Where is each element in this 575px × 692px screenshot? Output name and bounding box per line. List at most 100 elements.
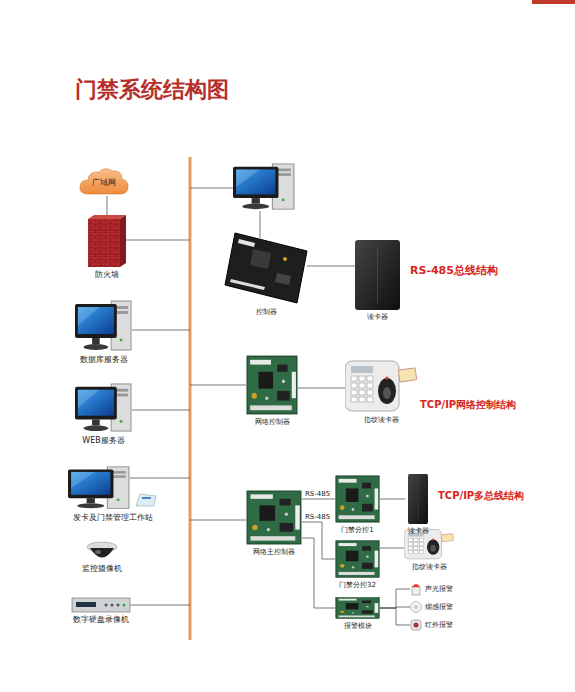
connector bbox=[380, 499, 406, 500]
illustration-part bbox=[120, 215, 126, 267]
illustration-part bbox=[136, 494, 156, 506]
illustration-part bbox=[88, 215, 126, 267]
illustration-part bbox=[76, 602, 96, 607]
illustration-part bbox=[136, 494, 156, 506]
illustration-part bbox=[532, 0, 575, 4]
network-controller: 网络控制器 bbox=[246, 355, 298, 426]
node-label: 控制器 bbox=[256, 308, 277, 316]
structure-label: RS-485总线结构 bbox=[410, 263, 498, 278]
connector bbox=[302, 499, 335, 500]
connector bbox=[302, 538, 335, 608]
node-label: 红外报警 bbox=[425, 619, 453, 631]
illustration-part bbox=[275, 273, 291, 285]
image-space bbox=[335, 540, 380, 581]
illustration-part bbox=[90, 548, 114, 558]
alarm-output: 声光报警 bbox=[410, 583, 453, 595]
illustration-part bbox=[412, 587, 420, 595]
node-label: 烟感报警 bbox=[425, 601, 453, 613]
illustration-part bbox=[411, 602, 422, 613]
alarm-output: 红外报警 bbox=[410, 619, 453, 631]
node-label: 读卡器 bbox=[408, 527, 429, 535]
node-label: 广域网 bbox=[92, 174, 116, 187]
sub-controller: 门禁分控32 bbox=[335, 540, 380, 589]
illustration-part bbox=[260, 211, 261, 238]
illustration-part bbox=[130, 478, 190, 479]
diagram-title: 门禁系统结构图 bbox=[75, 75, 229, 105]
node-label: 读卡器 bbox=[367, 313, 388, 321]
illustration-part bbox=[345, 361, 417, 411]
illustration-part bbox=[238, 239, 255, 247]
illustration-part bbox=[336, 541, 379, 577]
node-label: 监控摄像机 bbox=[82, 564, 122, 573]
connector bbox=[298, 388, 345, 389]
illustration-part bbox=[283, 257, 287, 261]
illustration-part bbox=[190, 188, 233, 189]
illustration-part bbox=[247, 491, 301, 544]
image-space bbox=[75, 383, 132, 436]
illustration-part bbox=[336, 597, 379, 618]
node-label: 报警模块 bbox=[344, 622, 372, 630]
illustration-part bbox=[132, 330, 190, 331]
illustration-part bbox=[225, 233, 307, 303]
illustration-part bbox=[408, 474, 428, 524]
node-label: 门禁分控32 bbox=[339, 581, 376, 589]
image-space bbox=[404, 526, 454, 563]
illustration-part bbox=[190, 520, 246, 521]
illustration-part bbox=[189, 157, 192, 640]
illustration-part bbox=[132, 410, 190, 411]
node-label: 数字硬盘录像机 bbox=[73, 615, 129, 624]
illustration-part bbox=[412, 584, 420, 595]
illustration-part bbox=[72, 598, 130, 612]
node-label: 数据库服务器 bbox=[80, 355, 128, 364]
cloud-node: 广域网 bbox=[78, 166, 130, 196]
server: WEB服务器 bbox=[75, 383, 132, 445]
illustration-part bbox=[88, 215, 126, 219]
connector bbox=[380, 589, 410, 608]
image-space bbox=[80, 541, 124, 564]
node-label: 声光报警 bbox=[425, 583, 453, 595]
illustration-part bbox=[72, 598, 130, 612]
connector bbox=[380, 608, 410, 625]
illustration-part bbox=[75, 384, 131, 431]
illustration-part bbox=[75, 301, 131, 350]
node-label: 防火墙 bbox=[95, 270, 119, 279]
image-space bbox=[335, 475, 380, 526]
dvr: 数字硬盘录像机 bbox=[71, 598, 131, 624]
illustration-part bbox=[411, 620, 421, 630]
illustration-part bbox=[190, 385, 246, 386]
structure-label: TCP/IP网络控制结构 bbox=[420, 398, 516, 412]
image-space bbox=[68, 466, 158, 513]
image-space bbox=[335, 597, 380, 622]
illustration-part bbox=[414, 623, 419, 628]
image-space bbox=[246, 355, 298, 418]
illustration-part bbox=[411, 620, 421, 630]
node-label: 门禁分控1 bbox=[341, 526, 373, 534]
image-space bbox=[345, 355, 417, 416]
firewall: 防火墙 bbox=[88, 215, 126, 279]
illustration-part bbox=[117, 604, 120, 607]
illustration-part bbox=[68, 467, 129, 508]
illustration-part bbox=[247, 356, 297, 414]
connector bbox=[107, 196, 108, 215]
image-space bbox=[246, 490, 302, 548]
illustration-part bbox=[355, 240, 400, 310]
alarm-module: 报警模块 bbox=[335, 597, 380, 630]
image-space bbox=[355, 240, 400, 313]
node-label: 指纹读卡器 bbox=[412, 563, 447, 571]
card-reader: 读卡器 bbox=[355, 240, 400, 321]
controller: 控制器 bbox=[225, 233, 307, 316]
illustration-part bbox=[414, 605, 418, 609]
illustration-part bbox=[411, 602, 422, 613]
image-space bbox=[75, 300, 132, 355]
image-space bbox=[225, 233, 307, 308]
image-space bbox=[71, 598, 131, 615]
node-label: 网络主控制器 bbox=[253, 548, 295, 556]
connector bbox=[307, 266, 355, 267]
illustration-part bbox=[412, 584, 420, 587]
card-reader: 读卡器 bbox=[406, 474, 431, 535]
illustration-part bbox=[95, 550, 101, 554]
